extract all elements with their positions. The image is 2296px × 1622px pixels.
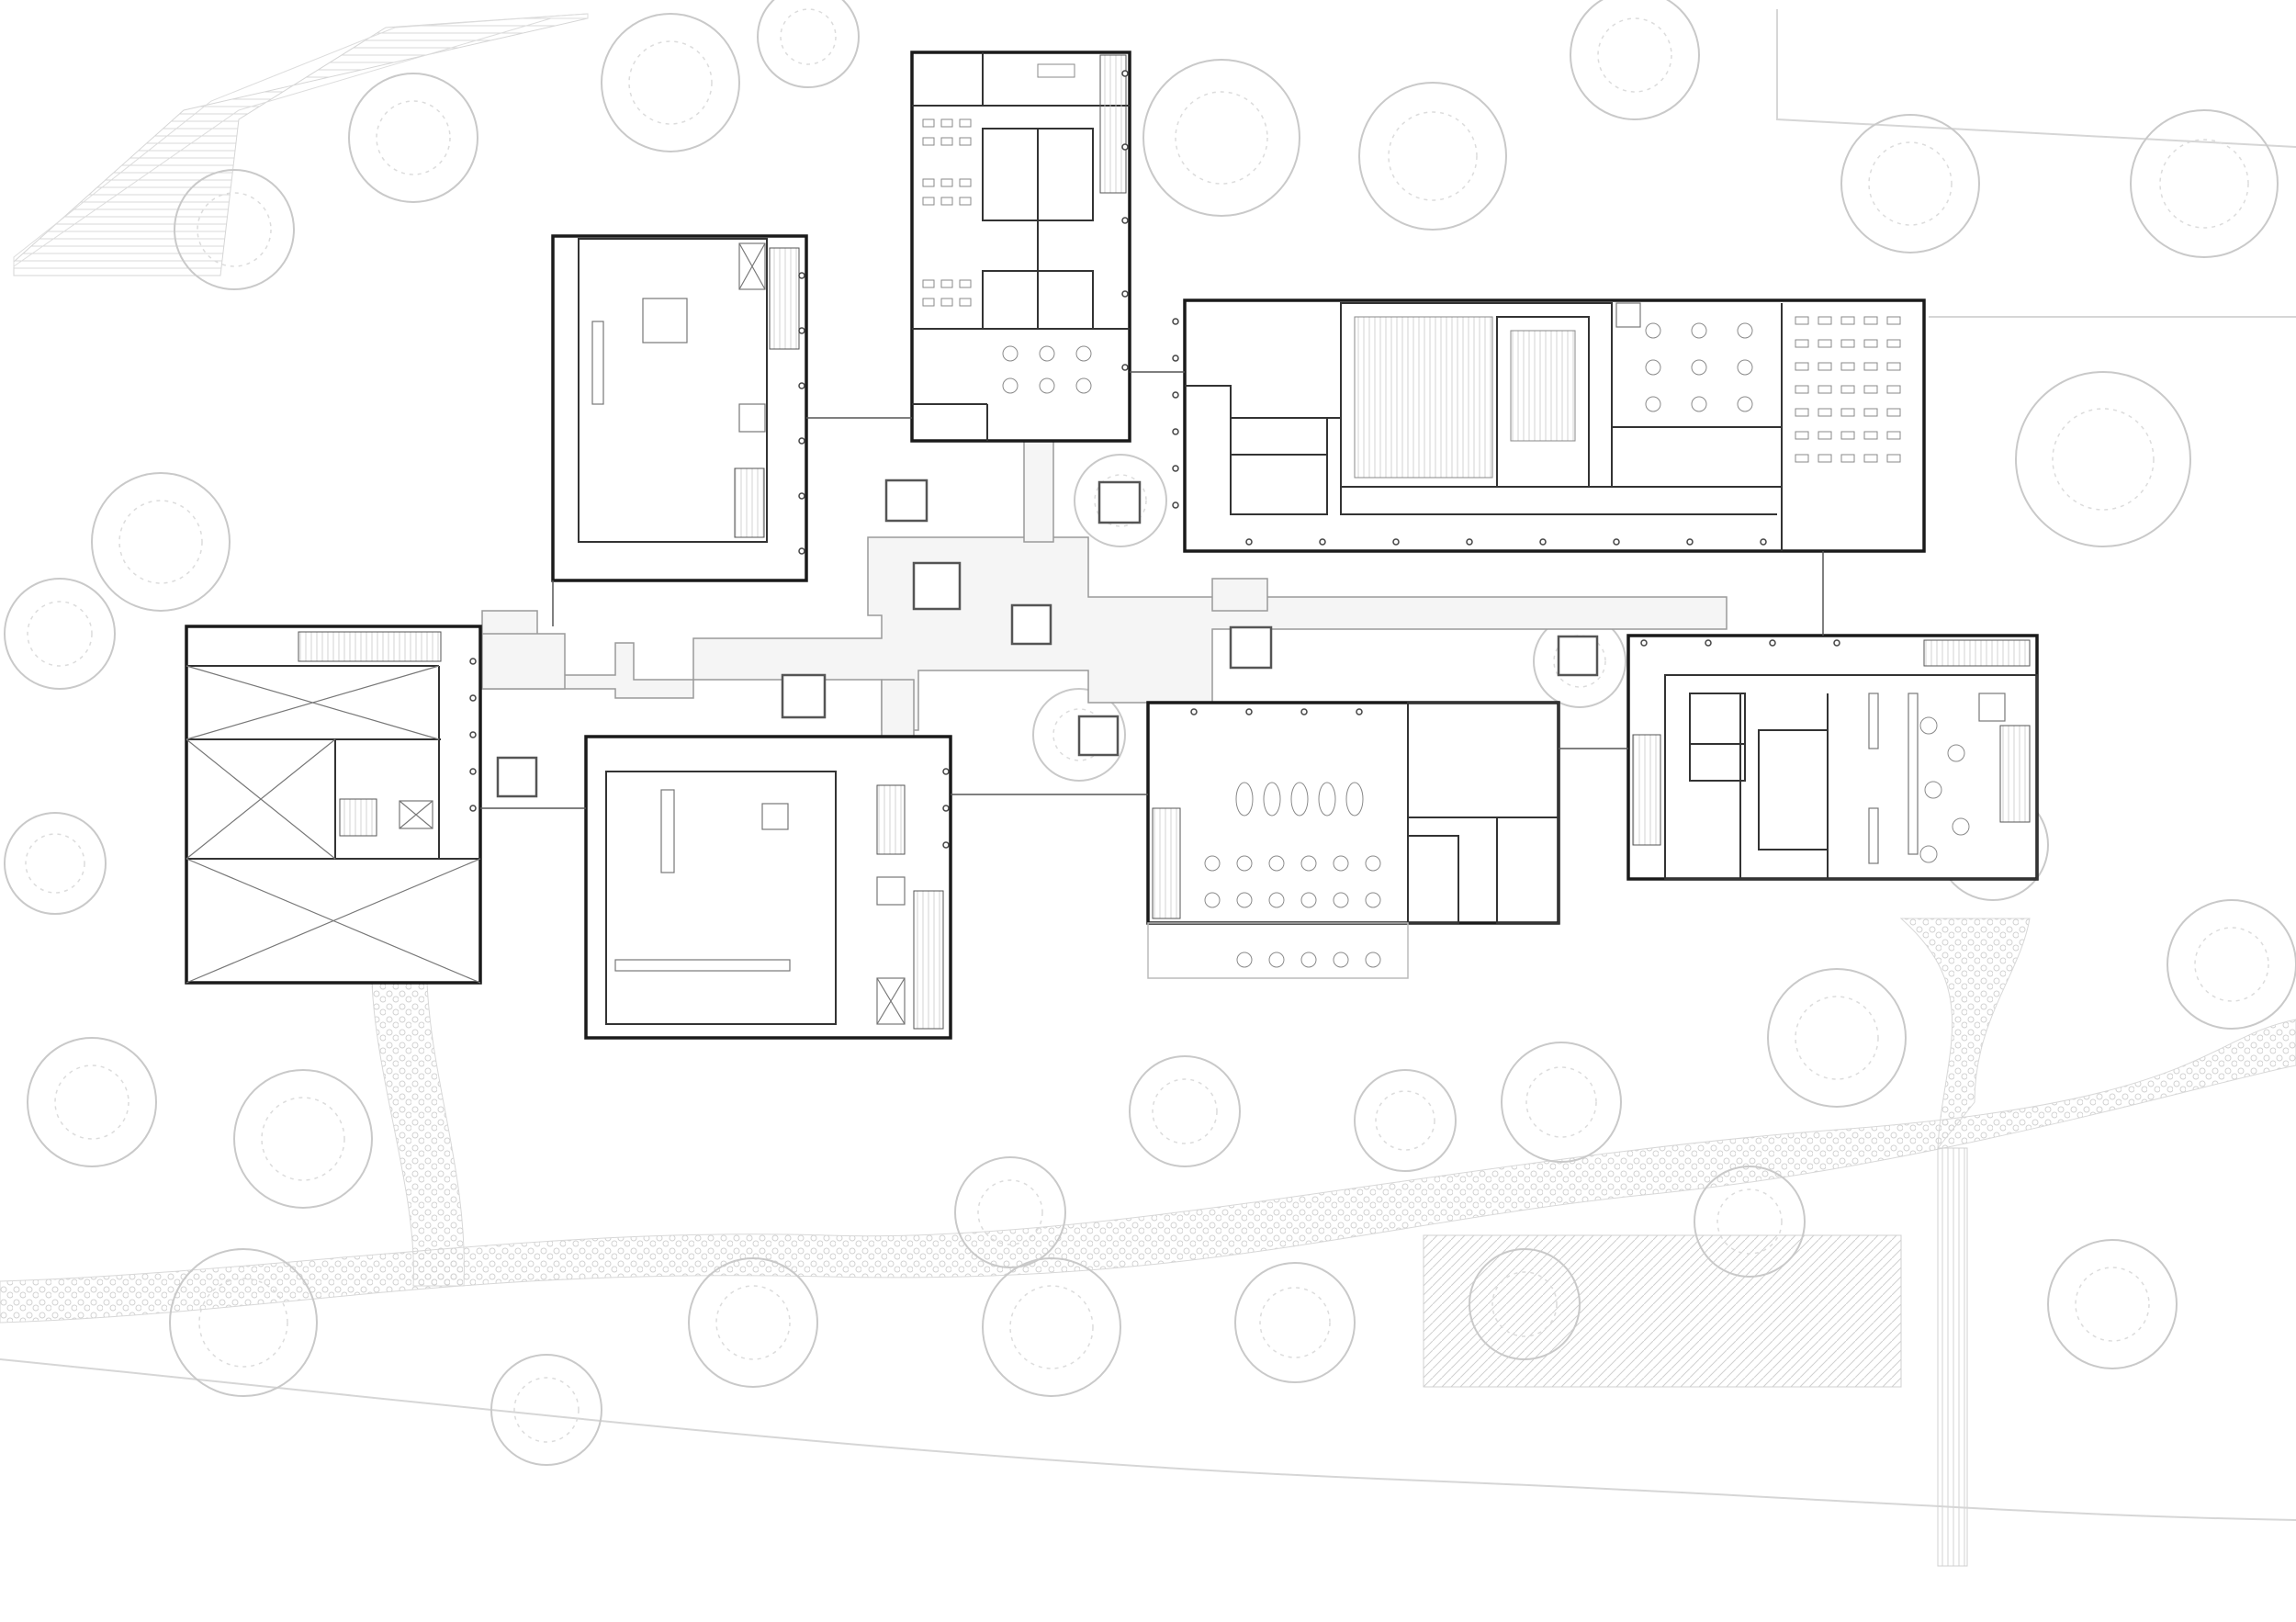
landscape [0,9,2296,1567]
building-gallery-northwest [551,234,808,582]
tree [2130,109,2279,258]
tree [2047,1239,2178,1369]
dining-tables [1204,782,1381,968]
tree [1694,1166,1806,1278]
corridors [480,371,1824,809]
planting [1919,716,1970,863]
striped-field-northwest [13,13,589,267]
stair [876,784,906,855]
building-dining-south [1146,701,1560,979]
elevator [1615,302,1641,328]
elevator [738,403,766,433]
stair [1152,807,1181,919]
tree [27,1037,157,1167]
courtyard [884,479,929,523]
stair [769,247,800,350]
building-west [185,625,482,985]
tree [233,1069,373,1209]
walkways [481,440,1728,740]
tree [982,1257,1121,1397]
tree [490,1354,602,1466]
stair [1099,54,1127,194]
stair [734,467,765,538]
elevator [738,242,766,290]
courtyard [1010,603,1052,646]
site-boundary-line [0,1358,2296,1521]
courtyard [1097,480,1142,524]
tree [954,1156,1066,1268]
tree [2015,371,2191,547]
stair [298,631,442,662]
walkway-north-link [1023,440,1054,543]
classroom-desks [922,63,1092,394]
building-hall-southwest [584,735,952,1040]
elevator [876,876,906,906]
hatched-field-northwest [13,13,589,276]
tree [688,1257,818,1388]
stair [1923,639,2031,667]
elevator [876,977,906,1025]
buildings [185,51,2039,1040]
cobble-path-west [371,982,465,1287]
auditorium-seating [1354,316,1576,479]
tree [1469,1248,1581,1360]
elevator [1978,693,2006,722]
tree [91,472,231,612]
tree [1840,114,1980,253]
cobble-path-south [0,1019,2296,1324]
tree [1074,454,1167,547]
stair [913,890,944,1030]
site-boundary-line-north [1776,9,2296,148]
tree [601,13,740,152]
walkway-south-link [881,679,915,740]
tree [1234,1262,1356,1383]
tree [1570,0,1700,120]
courtyard [912,561,962,611]
tree [757,0,860,88]
courtyard [1557,635,1599,677]
columns [469,70,1840,849]
stair [1632,734,1661,846]
tree [348,73,478,203]
hatched-field-south [1423,1234,1902,1388]
terrace [1147,922,1409,979]
courtyard [496,756,538,798]
elevator [399,800,433,829]
tree [1129,1055,1241,1167]
walkway-east-link [1211,578,1268,612]
tree [4,812,107,915]
central-walkway [481,536,1728,731]
courtyard [1077,715,1120,757]
tree [1354,1069,1457,1172]
courtyards [496,479,1599,798]
courtyard [781,673,827,719]
courtyard [1229,625,1273,670]
building-auditorium-northeast [1183,298,1926,553]
tree [4,578,116,690]
stair [339,798,377,837]
tree [2167,899,2296,1030]
tree [1767,968,1907,1108]
lecture-desks [1645,316,1901,463]
tree [1358,82,1507,231]
building-classrooms-north [910,51,1131,443]
tree [174,169,295,290]
walkway-west-link [481,633,566,690]
stair [1999,725,2031,823]
tree [1501,1042,1622,1163]
building-east [1626,634,2039,881]
tree [169,1248,318,1397]
boardwalk-south [1937,1147,1968,1567]
tree [1142,59,1300,217]
